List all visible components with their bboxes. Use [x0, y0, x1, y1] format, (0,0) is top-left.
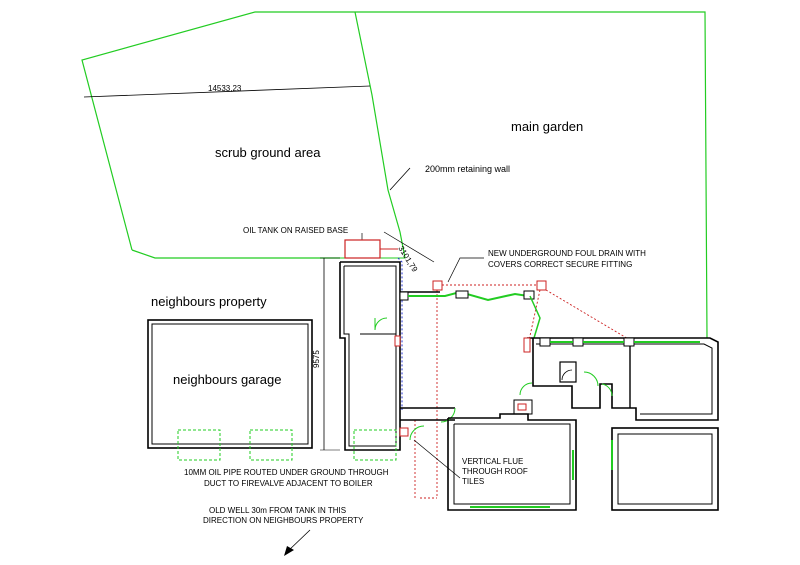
neighbours-garage-label: neighbours garage [173, 372, 281, 387]
lower-boundary [131, 249, 340, 259]
drain-cover-2 [536, 280, 547, 291]
old-well-direction-arrow [284, 529, 311, 556]
foul-drain-leader [447, 257, 484, 283]
flue-leader [413, 439, 461, 479]
retaining-wall-label: 200mm retaining wall [425, 164, 510, 174]
flue-label-2: THROUGH ROOF [462, 467, 528, 476]
link-corridor [394, 291, 456, 441]
dimension-side-length: 9575 [312, 257, 340, 451]
glazing-top [408, 290, 529, 302]
main-garden-label: main garden [511, 119, 583, 134]
foul-drain-label-1: NEW UNDERGROUND FOUL DRAIN WITH [488, 249, 646, 258]
retaining-wall-line [354, 11, 406, 259]
garage-door-left [177, 429, 221, 461]
side-length-label: 9575 [312, 350, 321, 368]
dimension-tank-offset: 3101,79 [383, 231, 435, 274]
main-house [408, 290, 719, 511]
foul-drain-route [414, 280, 631, 499]
boiler-firevalve [399, 427, 409, 437]
scrub-ground-label: scrub ground area [215, 145, 321, 160]
drain-cover-1 [432, 280, 443, 291]
left-wing-door [353, 429, 397, 461]
neighbours-garage [147, 319, 313, 461]
oil-pipe-label-2: DUCT TO FIREVALVE ADJACENT TO BOILER [204, 479, 373, 488]
foul-drain-label-2: COVERS CORRECT SECURE FITTING [488, 260, 632, 269]
flue-label-3: TILES [462, 477, 484, 486]
boiler [517, 403, 527, 411]
old-well-label-1: OLD WELL 30m FROM TANK IN THIS [209, 506, 346, 515]
left-wing [339, 261, 401, 461]
oil-tank-base [344, 239, 381, 259]
oil-tank-label: OIL TANK ON RAISED BASE [243, 226, 348, 235]
neighbours-property-label: neighbours property [151, 294, 267, 309]
flue-label-1: VERTICAL FLUE [462, 457, 523, 466]
scrub-area-boundary [81, 11, 708, 339]
dimension-boundary-width: 14533,23 [83, 84, 371, 98]
old-well-label-2: DIRECTION ON NEIGHBOURS PROPERTY [203, 516, 364, 525]
oil-pipe-route [397, 257, 403, 410]
boundary-width-label: 14533,23 [208, 84, 242, 93]
oil-pipe-label-1: 10MM OIL PIPE ROUTED UNDER GROUND THROUG… [184, 468, 389, 477]
garden-boundaries [81, 11, 708, 339]
retaining-wall-leader [389, 167, 411, 191]
garage-door-right [249, 429, 293, 461]
